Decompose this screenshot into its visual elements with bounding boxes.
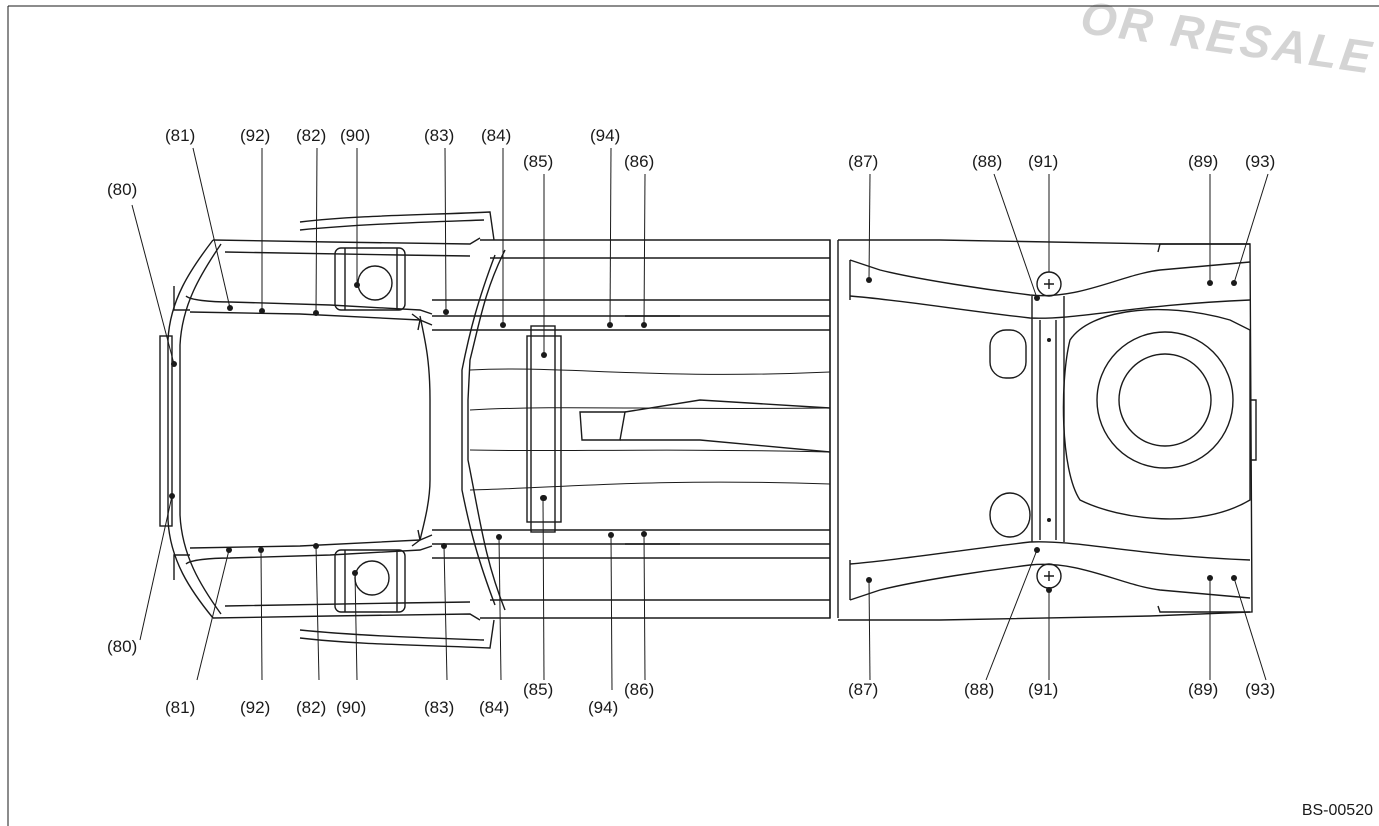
label-92-top: (92): [240, 126, 271, 145]
leader-87-top: [868, 173, 871, 281]
front-section: [159, 211, 495, 649]
leader-83-bot: [443, 545, 448, 681]
point-89-bot: [1207, 575, 1213, 581]
point-84-bot: [496, 534, 502, 540]
leader-94-top: [609, 147, 612, 326]
leader-85-bot: [542, 497, 545, 681]
label-83-top: (83): [424, 126, 455, 145]
point-85-top: [541, 352, 547, 358]
point-80-bot: [169, 493, 175, 499]
leader-81-bot: [196, 549, 230, 681]
point-92-bot: [258, 547, 264, 553]
point-90-bot: [352, 570, 358, 576]
leader-86-bot: [643, 533, 646, 681]
point-93-top: [1231, 280, 1237, 286]
point-82-top: [313, 310, 319, 316]
label-85-bot: (85): [523, 680, 554, 699]
label-88-top: (88): [972, 152, 1003, 171]
leader-88-bot: [985, 549, 1038, 681]
label-87-bot: (87): [848, 680, 879, 699]
label-91-bot: (91): [1028, 680, 1059, 699]
leader-80-bot: [139, 495, 173, 641]
label-86-top: (86): [624, 152, 655, 171]
label-89-top: (89): [1188, 152, 1219, 171]
point-93-bot: [1231, 575, 1237, 581]
leader-87-bot: [868, 579, 871, 681]
label-87-top: (87): [848, 152, 879, 171]
label-86-bot: (86): [624, 680, 655, 699]
label-81-bot: (81): [165, 698, 196, 717]
label-93-bot: (93): [1245, 680, 1276, 699]
label-93-top: (93): [1245, 152, 1276, 171]
label-89-bot: (89): [1188, 680, 1219, 699]
point-90-top: [354, 282, 360, 288]
point-87-top: [866, 277, 872, 283]
point-92-top: [259, 308, 265, 314]
point-91-bot: [1046, 587, 1052, 593]
leader-81-top: [192, 147, 231, 309]
leader-84-bot: [498, 536, 502, 681]
label-84-top: (84): [481, 126, 512, 145]
label-94-bot: (94): [588, 698, 619, 717]
point-80-top: [171, 361, 177, 367]
point-89-top: [1207, 280, 1213, 286]
point-87-bot: [866, 577, 872, 583]
rear-section: [838, 239, 1257, 621]
middle-section: [432, 239, 839, 619]
point-86-bot: [641, 531, 647, 537]
label-90-bot: (90): [336, 698, 367, 717]
frame-border: [7, 5, 1379, 826]
point-88-top: [1034, 295, 1040, 301]
leader-93-top: [1233, 173, 1269, 284]
leader-93-bot: [1233, 577, 1267, 681]
label-83-bot: (83): [424, 698, 455, 717]
leader-86-top: [643, 173, 646, 326]
label-82-bot: (82): [296, 698, 327, 717]
point-86-top: [641, 322, 647, 328]
label-85-top: (85): [523, 152, 554, 171]
point-88-bot: [1034, 547, 1040, 553]
leader-90-bot: [354, 572, 358, 681]
leader-94-bot: [610, 534, 613, 691]
leader-lines: [131, 147, 1269, 691]
point-82-bot: [313, 543, 319, 549]
label-81-top: (81): [165, 126, 196, 145]
label-80-top: (80): [107, 180, 138, 199]
point-83-bot: [441, 543, 447, 549]
label-82-top: (82): [296, 126, 327, 145]
label-90-top: (90): [340, 126, 371, 145]
leader-88-top: [993, 173, 1038, 299]
point-81-top: [227, 305, 233, 311]
label-84-bot: (84): [479, 698, 510, 717]
point-markers: [169, 277, 1237, 593]
label-88-bot: (88): [964, 680, 995, 699]
point-81-bot: [226, 547, 232, 553]
point-84-top: [500, 322, 506, 328]
leader-80-top: [131, 204, 175, 365]
figure-id: BS-00520: [1301, 802, 1373, 819]
leader-82-top: [315, 147, 318, 314]
label-91-top: (91): [1028, 152, 1059, 171]
point-83-top: [443, 309, 449, 315]
leader-82-bot: [315, 545, 320, 681]
label-92-bot: (92): [240, 698, 271, 717]
leader-92-bot: [260, 549, 263, 681]
point-94-bot: [608, 532, 614, 538]
leader-83-top: [444, 147, 447, 313]
label-80-bot: (80): [107, 637, 138, 656]
label-94-top: (94): [590, 126, 621, 145]
point-94-top: [607, 322, 613, 328]
